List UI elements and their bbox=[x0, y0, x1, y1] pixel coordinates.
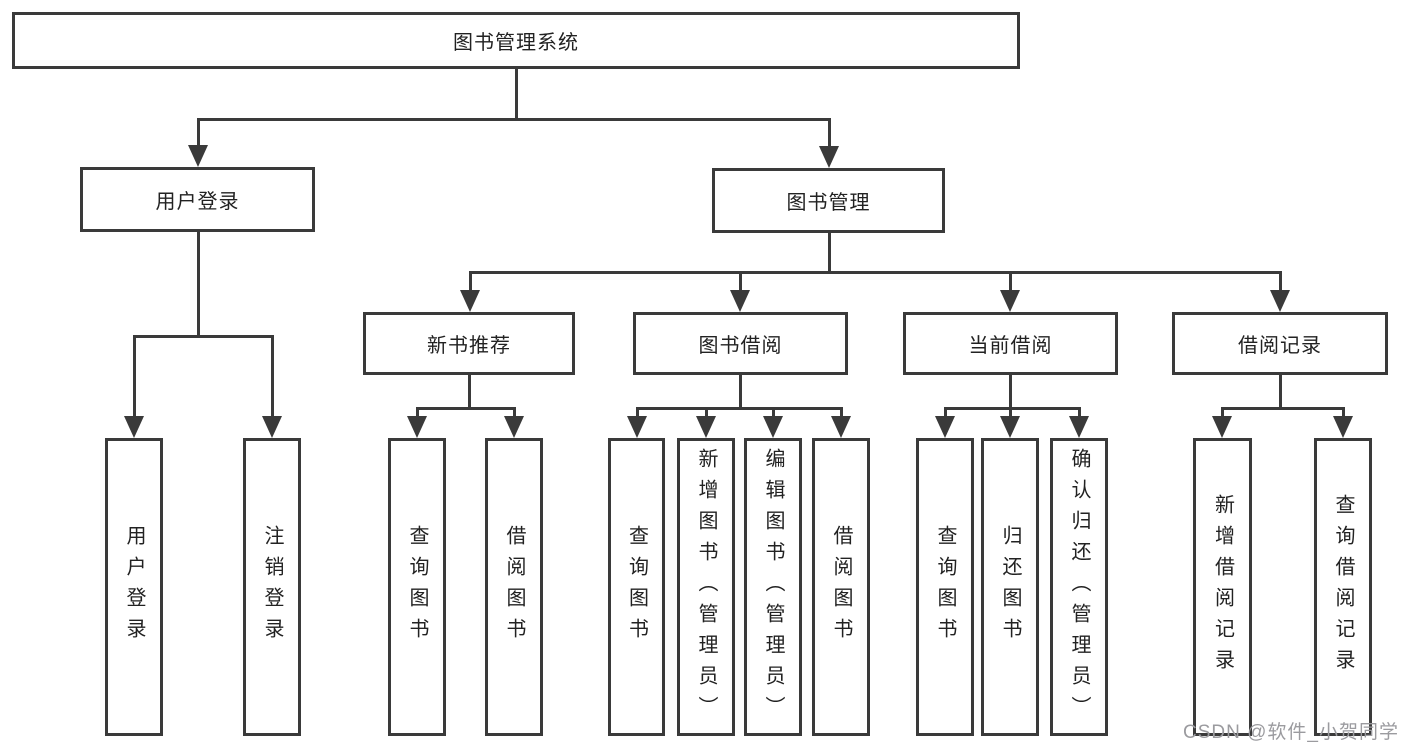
connector-new-book-rec-stem bbox=[467, 373, 471, 410]
node-label: 借阅图书 bbox=[503, 525, 525, 649]
leaf-borrow-add-book-admin: 新增图书（管理员） bbox=[677, 438, 735, 736]
arrow-down-to-book-management bbox=[819, 118, 839, 168]
leaf-recommend-borrow-book: 借阅图书 bbox=[485, 438, 543, 736]
node-borrow-record: 借阅记录 bbox=[1172, 312, 1388, 375]
node-current-borrow: 当前借阅 bbox=[903, 312, 1118, 375]
node-label: 图书借阅 bbox=[698, 335, 783, 357]
connector-book-borrow-stem bbox=[738, 373, 742, 410]
connector-book-borrow-bus bbox=[637, 407, 843, 410]
node-label: 注销登录 bbox=[261, 525, 283, 649]
leaf-recommend-query-book: 查询图书 bbox=[388, 438, 446, 736]
arrow-down-to-borrow-record bbox=[1270, 271, 1290, 312]
leaf-current-confirm-return-admin: 确认归还（管理员） bbox=[1050, 438, 1108, 736]
arrow-down-to-bb-borrow bbox=[831, 407, 851, 438]
node-label: 查询图书 bbox=[406, 525, 428, 649]
node-user-login: 用户登录 bbox=[80, 167, 315, 232]
leaf-logout: 注销登录 bbox=[243, 438, 301, 736]
node-label: 新书推荐 bbox=[427, 335, 511, 357]
node-label: 新增借阅记录 bbox=[1211, 494, 1234, 680]
arrow-down-to-bb-edit bbox=[763, 407, 783, 438]
arrow-down-to-book-borrow bbox=[730, 271, 750, 312]
leaf-borrow-query-book: 查询图书 bbox=[608, 438, 665, 736]
leaf-current-query-book: 查询图书 bbox=[916, 438, 974, 736]
arrow-down-to-br-add bbox=[1212, 407, 1232, 438]
leaf-record-query-borrow-record: 查询借阅记录 bbox=[1314, 438, 1372, 736]
connector-book-mgmt-stem bbox=[827, 232, 831, 274]
connector-user-login-stem bbox=[196, 231, 200, 338]
node-label: 图书管理 bbox=[786, 192, 871, 214]
node-label: 当前借阅 bbox=[968, 335, 1053, 357]
arrow-down-to-cb-confirm bbox=[1069, 407, 1089, 438]
arrow-down-to-rec-query bbox=[407, 407, 427, 438]
arrow-down-to-leaf-user-login bbox=[124, 335, 144, 438]
connector-user-login-bus bbox=[134, 335, 274, 338]
leaf-borrow-edit-book-admin: 编辑图书（管理员） bbox=[744, 438, 802, 736]
arrow-down-to-bb-query bbox=[627, 407, 647, 438]
leaf-current-return-book: 归还图书 bbox=[981, 438, 1039, 736]
arrow-down-to-cb-query bbox=[935, 407, 955, 438]
node-book-management: 图书管理 bbox=[712, 168, 945, 233]
arrow-down-to-new-book-rec bbox=[460, 271, 480, 312]
arrow-down-to-rec-borrow bbox=[504, 407, 524, 438]
node-label: 用户登录 bbox=[155, 191, 240, 213]
connector-borrow-record-bus bbox=[1222, 407, 1345, 410]
node-label: 查询图书 bbox=[934, 525, 956, 649]
leaf-borrow-borrow-book: 借阅图书 bbox=[812, 438, 870, 736]
connector-book-mgmt-bus bbox=[470, 271, 1282, 274]
arrow-down-to-cb-return bbox=[1000, 407, 1020, 438]
node-label: 新增图书（管理员） bbox=[695, 447, 717, 727]
csdn-watermark: CSDN @软件_小贺同学 bbox=[1183, 722, 1399, 743]
node-label: 图书管理系统 bbox=[453, 32, 579, 54]
node-label: 借阅图书 bbox=[830, 525, 852, 649]
node-label: 查询借阅记录 bbox=[1332, 494, 1354, 680]
node-label: 确认归还（管理员） bbox=[1068, 447, 1090, 727]
node-book-borrow: 图书借阅 bbox=[633, 312, 848, 375]
arrow-down-to-br-query bbox=[1333, 407, 1353, 438]
node-root-library-system: 图书管理系统 bbox=[12, 12, 1020, 69]
node-label: 查询图书 bbox=[625, 525, 648, 649]
leaf-record-add-borrow-record: 新增借阅记录 bbox=[1193, 438, 1252, 736]
arrow-down-to-bb-add bbox=[696, 407, 716, 438]
connector-current-borrow-bus bbox=[945, 407, 1081, 410]
leaf-user-login: 用户登录 bbox=[105, 438, 163, 736]
connector-root-bus bbox=[198, 118, 830, 121]
node-new-book-recommend: 新书推荐 bbox=[363, 312, 575, 375]
node-label: 借阅记录 bbox=[1238, 335, 1322, 357]
node-label: 编辑图书（管理员） bbox=[762, 447, 784, 727]
arrow-down-to-leaf-logout bbox=[262, 335, 282, 438]
connector-new-book-rec-bus bbox=[417, 407, 516, 410]
arrow-down-to-current-borrow bbox=[1000, 271, 1020, 312]
node-label: 归还图书 bbox=[999, 525, 1021, 649]
connector-borrow-record-stem bbox=[1278, 373, 1282, 410]
connector-root-stem bbox=[514, 66, 518, 121]
arrow-down-to-user-login bbox=[188, 118, 208, 167]
connector-current-borrow-stem bbox=[1008, 373, 1012, 410]
node-label: 用户登录 bbox=[123, 525, 145, 649]
